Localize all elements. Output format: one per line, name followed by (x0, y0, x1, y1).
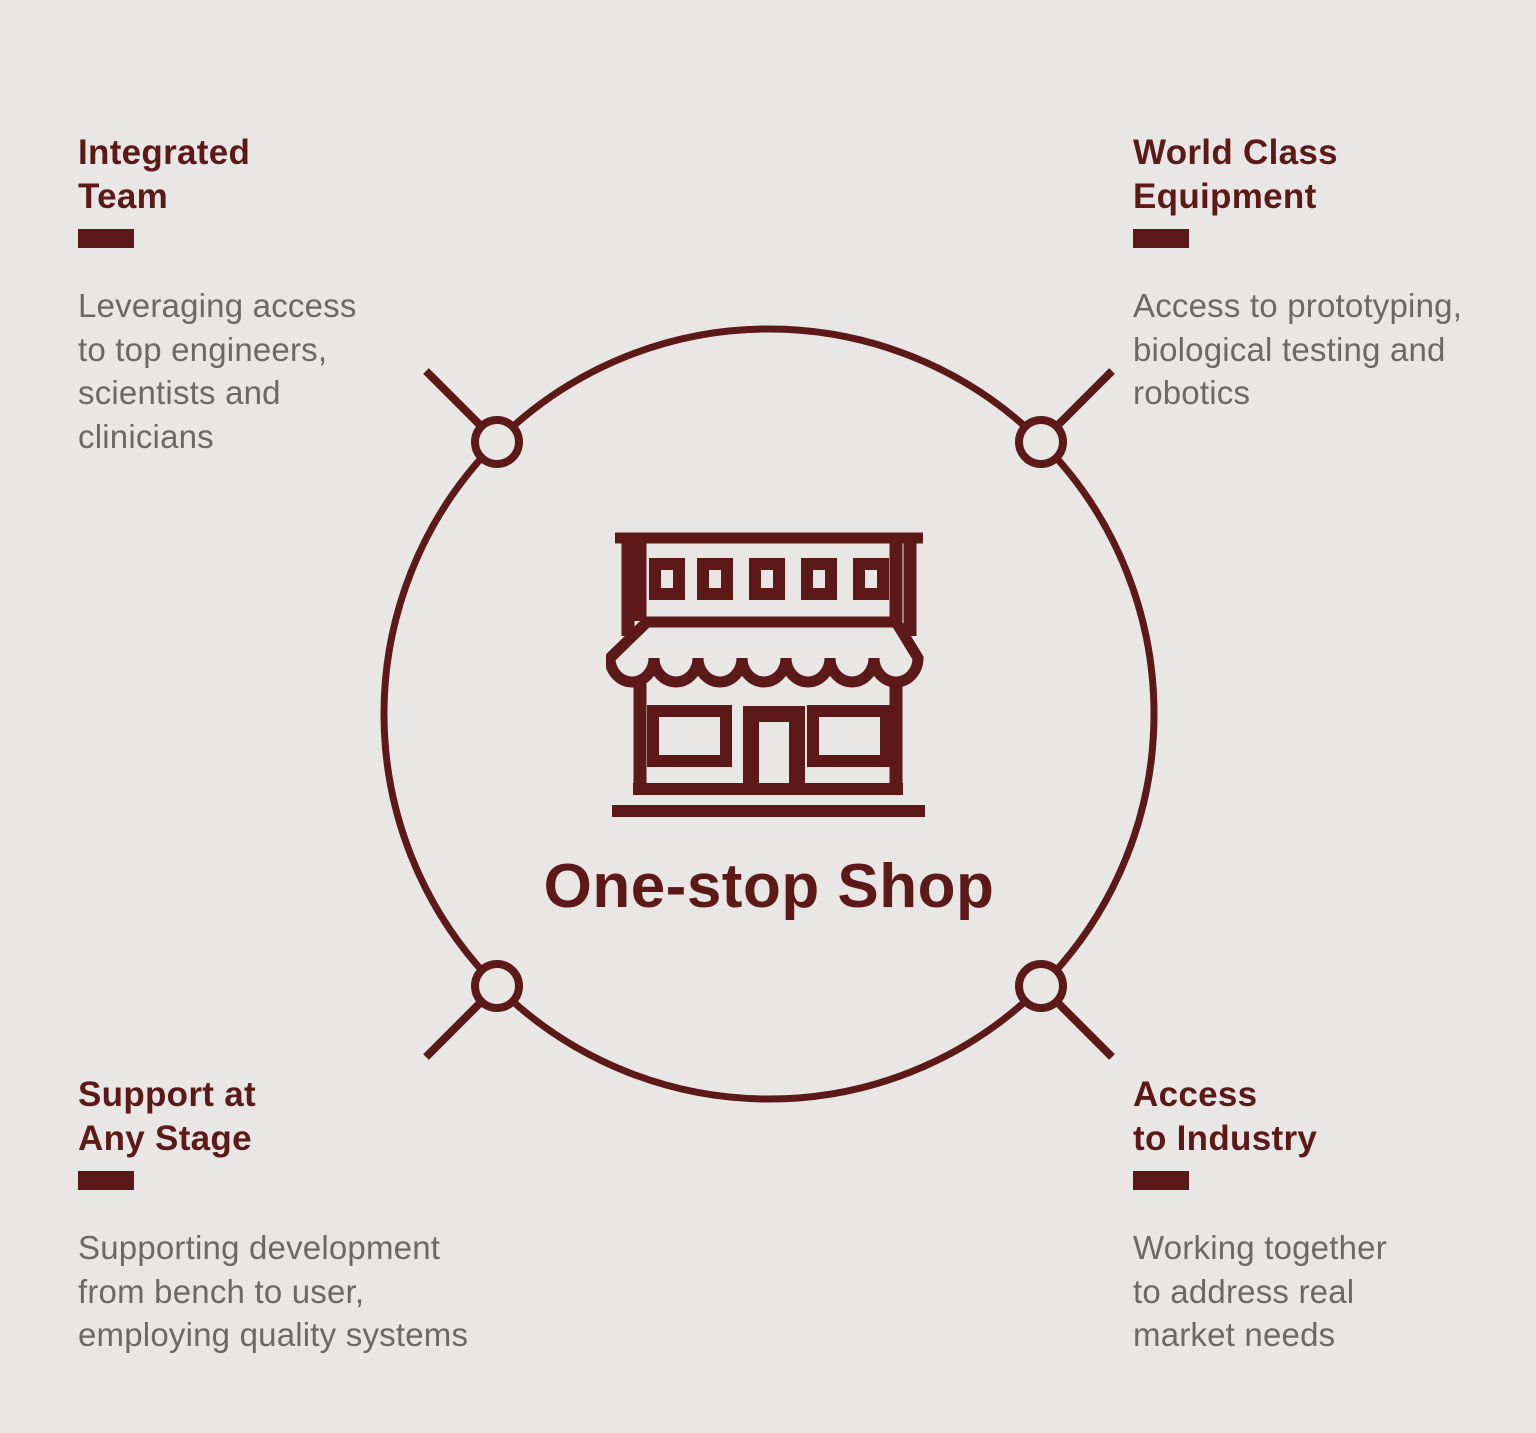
feature-title: World Class Equipment (1133, 133, 1338, 217)
feature-description: Working together to address real market … (1133, 1229, 1387, 1354)
divider-bar (1133, 229, 1189, 249)
feature-support-at-any-stage: Support at Any Stage Supporting developm… (78, 1073, 568, 1357)
feature-world-class-equipment: World Class Equipment Access to prototyp… (1133, 131, 1533, 415)
divider-bar (78, 1171, 134, 1191)
node-circle-top-right (1015, 416, 1067, 468)
node-circle-top-left (471, 416, 523, 468)
node-circle-bottom-right (1015, 960, 1067, 1012)
divider-bar (1133, 1171, 1189, 1191)
feature-title: Support at Any Stage (78, 1075, 256, 1159)
storefront-icon (606, 532, 925, 817)
feature-access-to-industry: Access to Industry Working together to a… (1133, 1073, 1523, 1357)
feature-title: Access to Industry (1133, 1075, 1318, 1159)
feature-description: Leveraging access to top engineers, scie… (78, 287, 357, 455)
center-title: One-stop Shop (543, 852, 995, 921)
feature-description: Supporting development from bench to use… (78, 1229, 469, 1354)
divider-bar (78, 229, 134, 249)
node-circle-bottom-left (471, 960, 523, 1012)
feature-title: Integrated Team (78, 133, 251, 217)
feature-integrated-team: Integrated Team Leveraging access to top… (78, 131, 518, 458)
main-ring (380, 325, 1158, 1103)
feature-description: Access to prototyping, biological testin… (1133, 287, 1463, 412)
